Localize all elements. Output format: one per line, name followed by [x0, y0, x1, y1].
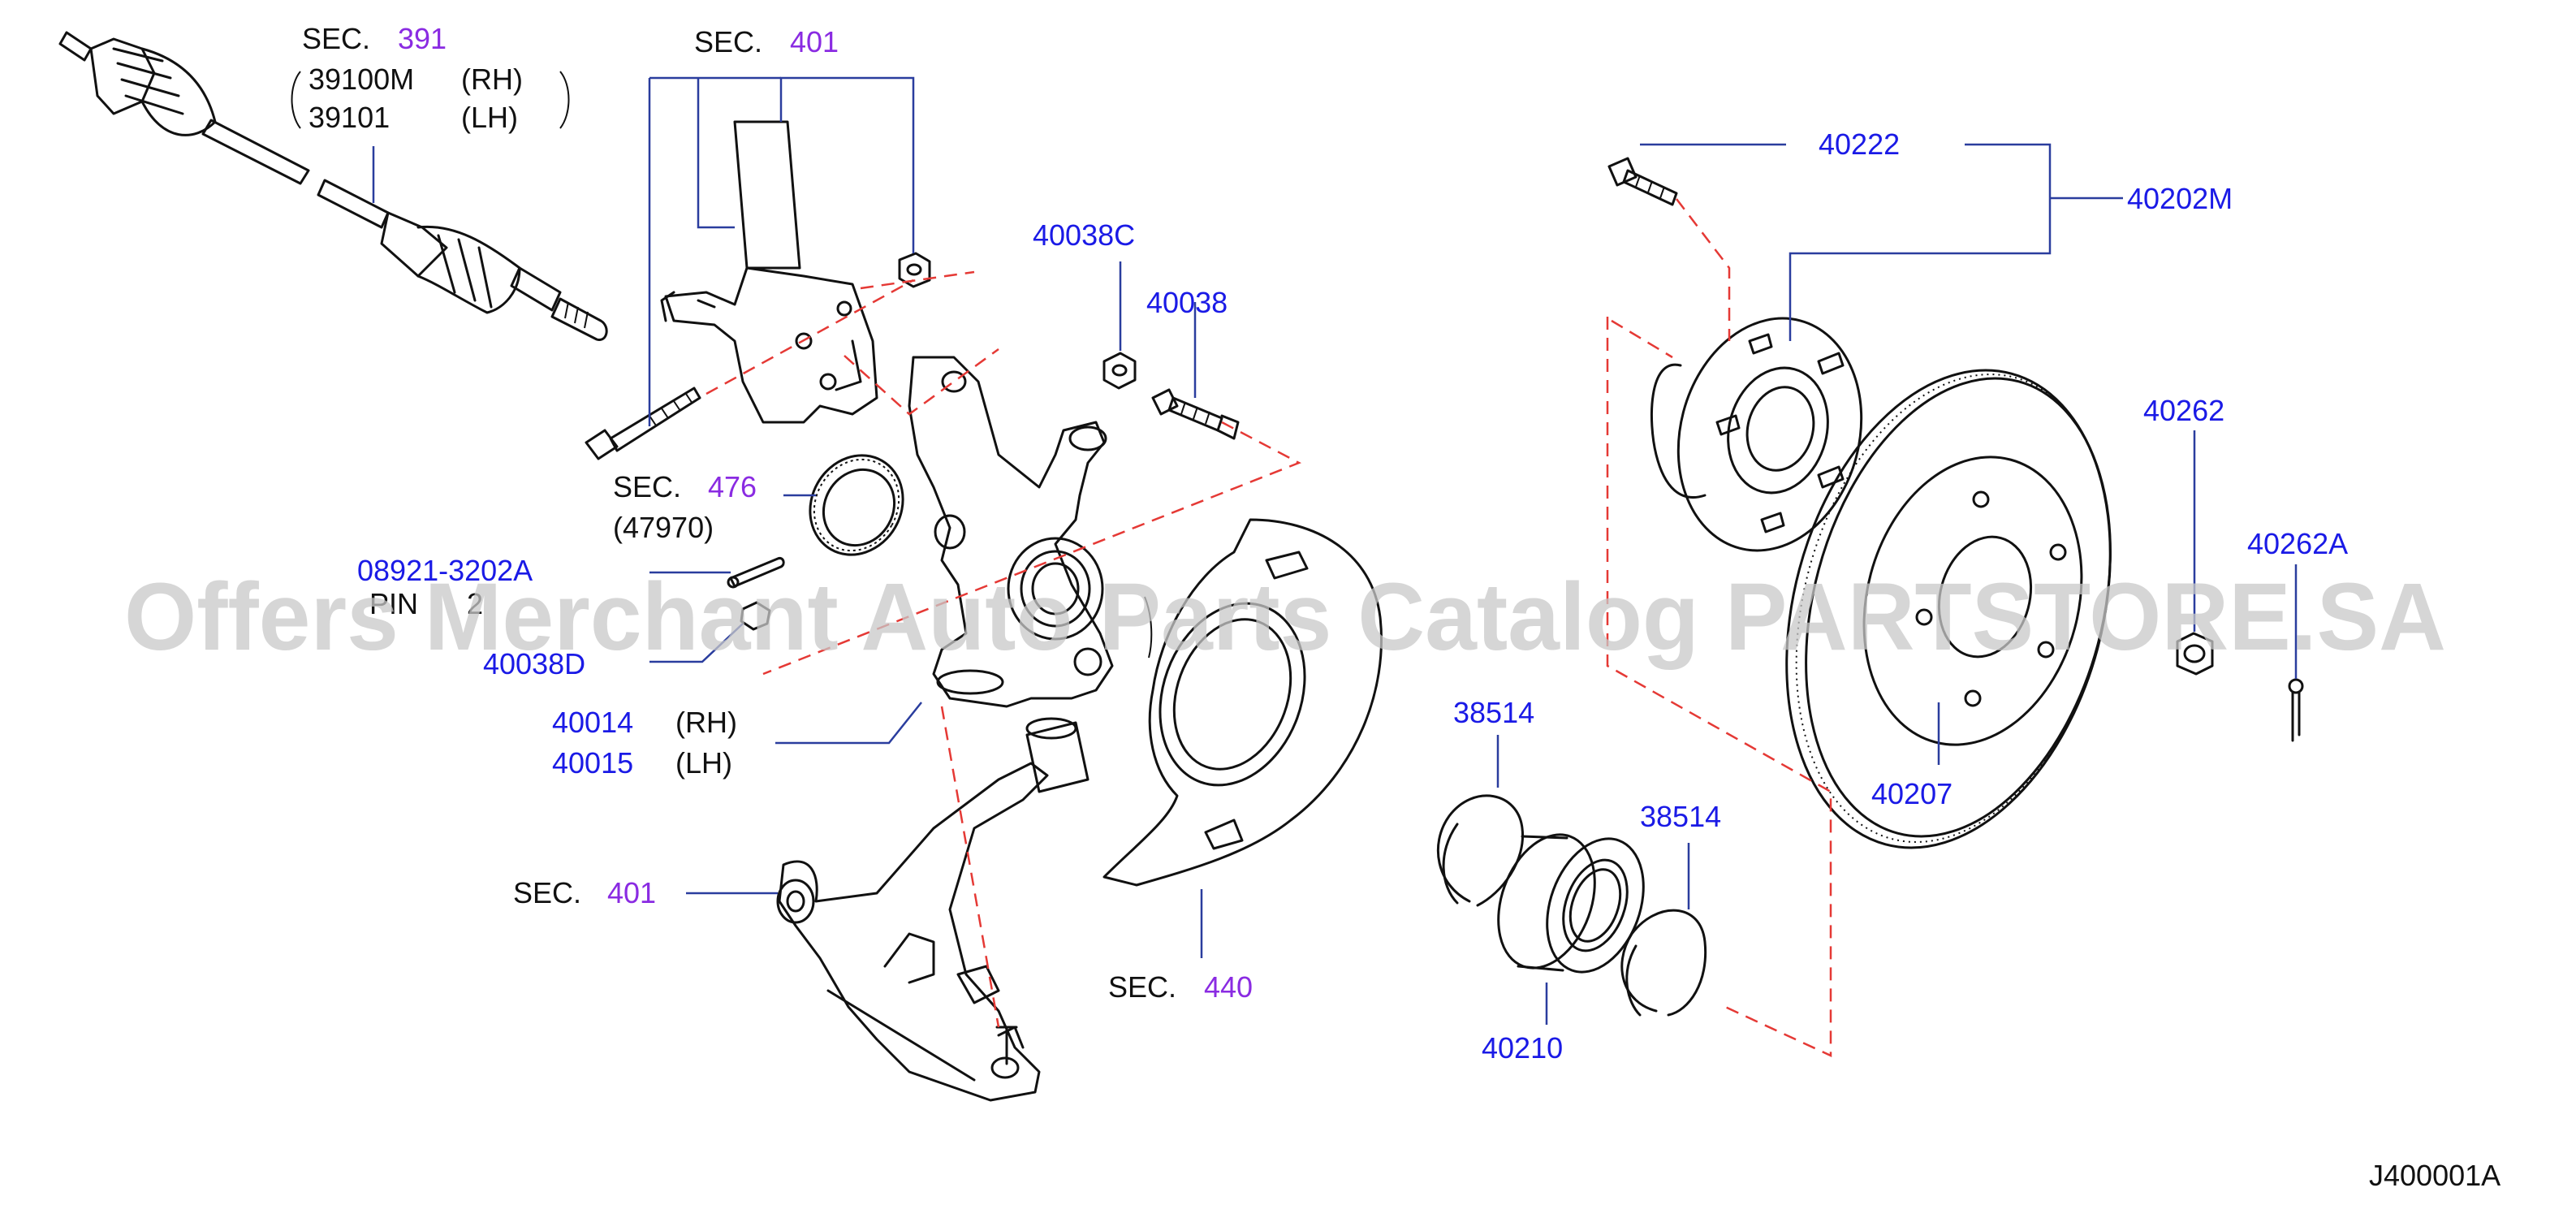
- leader-knuckle: [775, 702, 922, 745]
- knuckle-rh-number[interactable]: 40014: [552, 706, 633, 739]
- strut-assembly[interactable]: [660, 120, 878, 424]
- splash-shield[interactable]: [1102, 518, 1383, 887]
- strut-nut[interactable]: [898, 252, 931, 288]
- sec-401-arm-link[interactable]: 401: [607, 876, 656, 909]
- brake-rotor[interactable]: [1737, 334, 2160, 884]
- wheel-nut-40262[interactable]: [2176, 632, 2214, 676]
- nut-40038d[interactable]: [740, 601, 771, 631]
- part-38514-right[interactable]: 38514: [1640, 800, 1721, 833]
- knuckle-lh-number[interactable]: 40015: [552, 746, 633, 780]
- drawing-id: J400001A: [2369, 1159, 2500, 1192]
- part-40222[interactable]: 40222: [1819, 127, 1900, 161]
- bracket-left: [291, 71, 301, 129]
- part-38514-left[interactable]: 38514: [1453, 696, 1534, 729]
- sec-476-link[interactable]: 476: [708, 470, 757, 503]
- sec-391-link[interactable]: 391: [398, 22, 447, 55]
- stud-40038[interactable]: [1151, 388, 1240, 440]
- sec-476-subnumber: (47970): [613, 511, 714, 544]
- sec-476-prefix: SEC.: [613, 470, 681, 503]
- knuckle-lh-side: (LH): [675, 746, 732, 780]
- sec-401-top-link[interactable]: 401: [790, 25, 839, 58]
- snap-ring-right[interactable]: [1620, 909, 1707, 1017]
- part-40038[interactable]: 40038: [1146, 286, 1228, 319]
- part-40210[interactable]: 40210: [1482, 1031, 1563, 1065]
- sec-401-top-prefix: SEC.: [694, 25, 762, 58]
- steering-knuckle[interactable]: [908, 356, 1114, 708]
- lower-control-arm[interactable]: [776, 717, 1090, 1102]
- part-40207[interactable]: 40207: [1871, 777, 1952, 810]
- wheel-bearing[interactable]: [1481, 821, 1661, 985]
- leader-sec401-branches: [648, 76, 781, 426]
- driveshaft-rh-side: (RH): [461, 63, 523, 96]
- sec-440-prefix: SEC.: [1108, 970, 1176, 1004]
- cotter-pin-40262a[interactable]: [2288, 678, 2304, 742]
- part-40038d[interactable]: 40038D: [483, 647, 585, 680]
- sec-401-arm-prefix: SEC.: [513, 876, 581, 909]
- driveshaft-lh-number[interactable]: 39101: [309, 101, 390, 134]
- leader-40038d: [649, 623, 744, 663]
- part-40202m[interactable]: 40202M: [2127, 182, 2233, 215]
- wheel-stud-40222[interactable]: [1607, 157, 1678, 206]
- driveshaft-lh-side: (LH): [461, 101, 518, 134]
- cotter-pin-text: PIN: [369, 587, 418, 620]
- part-40262[interactable]: 40262: [2143, 394, 2224, 427]
- nut-40038c[interactable]: [1102, 352, 1137, 390]
- cotter-pin-number[interactable]: 08921-3202A: [357, 554, 533, 587]
- watermark-text: Offers Merchant Auto Parts Catalog PARTS…: [124, 564, 2446, 671]
- leader-40202m: [1789, 143, 2123, 341]
- part-40262a[interactable]: 40262A: [2247, 527, 2348, 560]
- sec-391-prefix: SEC.: [302, 22, 370, 55]
- sensor-ring[interactable]: [792, 438, 921, 572]
- alignment-lines: [705, 198, 1832, 1057]
- cotter-pin-qty: 2: [467, 587, 483, 620]
- driveshaft-rh-number[interactable]: 39100M: [309, 63, 414, 96]
- bracket-right: [559, 71, 570, 129]
- snap-ring-left[interactable]: [1436, 794, 1525, 907]
- cotter-pin[interactable]: [727, 556, 785, 589]
- sec-440-link[interactable]: 440: [1204, 970, 1253, 1004]
- leader-sec401-top: [779, 76, 915, 253]
- strut-bolt[interactable]: [585, 387, 701, 460]
- part-40038c[interactable]: 40038C: [1033, 218, 1135, 252]
- drive-shaft-assembly[interactable]: [58, 31, 608, 341]
- hub-assembly[interactable]: [1650, 297, 1886, 571]
- knuckle-rh-side: (RH): [675, 706, 737, 739]
